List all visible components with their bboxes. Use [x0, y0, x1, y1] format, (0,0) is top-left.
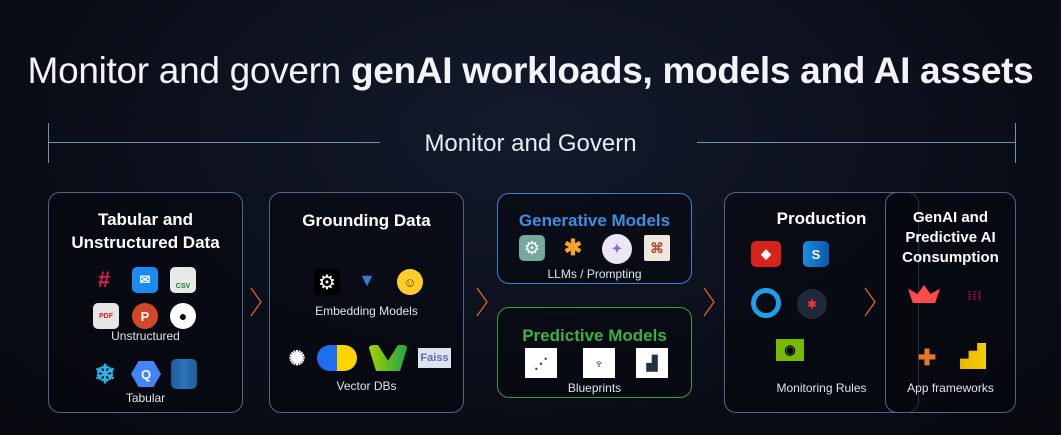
openai-icon: ⚙: [314, 269, 340, 295]
claude-icon: ✦: [602, 234, 632, 264]
card-title: Production: [776, 209, 867, 228]
page-title: Monitor and govern genAI workloads, mode…: [0, 50, 1061, 92]
sync-icon: [751, 288, 781, 318]
chroma-icon: [317, 345, 357, 371]
tree-blueprint-icon: ♆: [583, 348, 615, 378]
embedding-label: Embedding Models: [315, 304, 418, 318]
streamlit-icon: [908, 285, 940, 303]
banner-right-line: [697, 142, 1015, 143]
monitoring-rules-label: Monitoring Rules: [776, 381, 867, 395]
snowflake-icon: ❄: [94, 358, 116, 389]
redis-icon: ◆: [751, 241, 781, 267]
banner-left-line: [48, 142, 380, 143]
cohere-icon: ▼: [358, 269, 376, 290]
pdf-icon: PDF: [93, 303, 119, 329]
card-title: Unstructured Data: [71, 233, 220, 252]
predictive-models-card: Predictive Models ⋰ ♆ ▟ Blueprints: [497, 307, 692, 398]
title-bold: genAI workloads, models and AI assets: [350, 50, 1034, 91]
banner-left-tick: [48, 123, 49, 163]
card-title: Consumption: [902, 249, 999, 266]
plotly-dash-icon: ⁞⁞⁞: [967, 289, 983, 303]
chevron-right-icon: [476, 287, 488, 317]
chevron-right-icon: [703, 287, 715, 317]
mail-icon: ✉: [132, 267, 158, 293]
tabular-label: Tabular: [125, 391, 166, 405]
banner-right-tick: [1015, 123, 1016, 163]
title-light: Monitor and govern: [27, 50, 351, 91]
scatter-blueprint-icon: ⋰: [525, 348, 557, 378]
guard-icon: ✱: [797, 289, 827, 319]
llama-icon: ✱: [563, 235, 583, 260]
tableau-icon: ✚: [917, 345, 937, 370]
app-frameworks-label: App frameworks: [907, 381, 994, 395]
bigquery-icon: Q: [131, 361, 161, 387]
azure-sql-icon: S: [803, 241, 829, 267]
generative-models-card: Generative Models ⚙ ✱ ✦ ⌘ LLMs / Prompti…: [497, 193, 692, 284]
github-icon: ●: [170, 303, 196, 329]
consumption-card: GenAI and Predictive AI Consumption ⁞⁞⁞ …: [885, 192, 1016, 413]
weaviate-icon: [368, 345, 408, 371]
llms-label: LLMs / Prompting: [547, 267, 642, 281]
blueprints-label: Blueprints: [567, 381, 622, 395]
bar-blueprint-icon: ▟: [636, 348, 668, 378]
grounding-data-card: Grounding Data ⚙ ▼ ☺ Embedding Models ✺ …: [269, 192, 464, 413]
card-title: Predictive AI: [905, 229, 996, 246]
csv-icon: CSV: [170, 267, 196, 293]
vector-db-label: Vector DBs: [336, 379, 397, 393]
redshift-icon: [171, 359, 197, 389]
powerpoint-icon: P: [132, 303, 158, 329]
card-title: Predictive Models: [522, 326, 667, 345]
unstructured-label: Unstructured: [111, 329, 180, 343]
card-title: Generative Models: [518, 211, 671, 230]
graph-icon: ⌘: [644, 235, 670, 261]
card-title: GenAI and: [912, 209, 988, 226]
tabular-unstructured-card: Tabular and Unstructured Data # ✉ CSV PD…: [48, 192, 243, 413]
chatgpt-icon: ⚙: [519, 235, 545, 261]
card-title: Tabular and: [97, 210, 194, 229]
faiss-icon: Faiss: [418, 348, 451, 368]
slack-icon: #: [97, 267, 111, 292]
powerbi-icon: [960, 343, 986, 369]
nvidia-icon: ◉: [776, 339, 804, 361]
huggingface-icon: ☺: [397, 269, 423, 295]
card-title: Grounding Data: [302, 211, 431, 230]
pinecone-icon: ✺: [288, 347, 306, 370]
chevron-right-icon: [250, 287, 262, 317]
banner-title: Monitor and Govern: [424, 130, 637, 157]
chevron-right-icon: [864, 287, 876, 317]
